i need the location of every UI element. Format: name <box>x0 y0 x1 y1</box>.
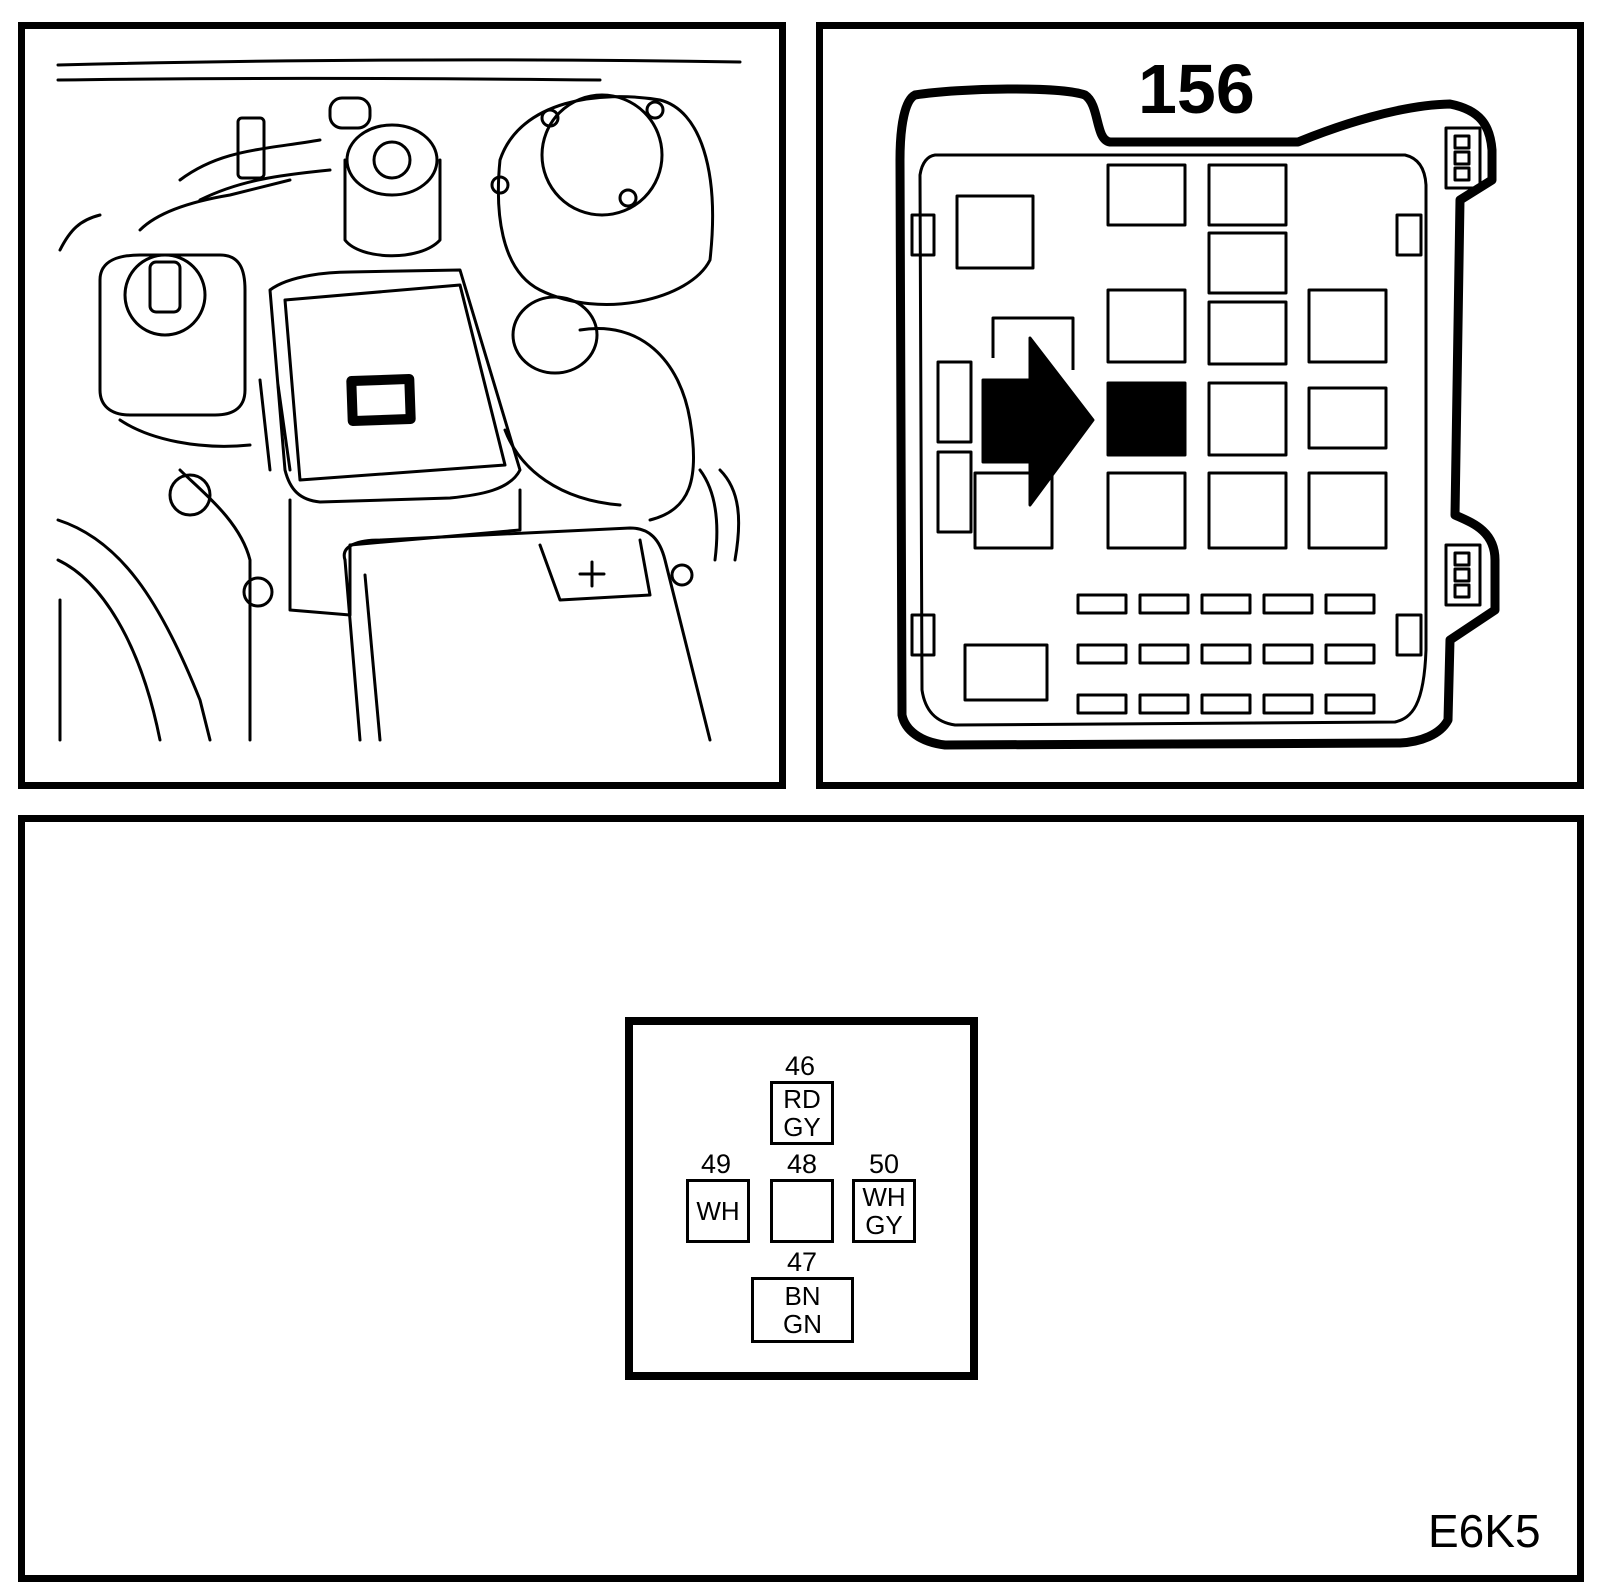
wire-color: GY <box>865 1210 903 1240</box>
wire-color: WH <box>862 1182 906 1212</box>
pin-number: 47 <box>786 1247 818 1277</box>
wire-color: GY <box>783 1112 821 1142</box>
pin-number: 46 <box>784 1051 816 1081</box>
pin-number: 48 <box>786 1149 818 1179</box>
pin-46: RD GY <box>770 1081 834 1145</box>
wire-color: WH <box>696 1196 740 1226</box>
pin-50: WH GY <box>852 1179 916 1243</box>
engine-bay-panel <box>18 22 786 789</box>
relay-number-label: 156 <box>1138 50 1255 128</box>
wire-color: GN <box>783 1309 822 1339</box>
pin-47: BN GN <box>751 1277 854 1343</box>
pin-number: 50 <box>868 1149 900 1179</box>
wire-color: RD <box>783 1084 821 1114</box>
pin-48 <box>770 1179 834 1243</box>
diagram-code: E6K5 <box>1428 1505 1541 1557</box>
wire-color: BN <box>784 1281 821 1311</box>
pin-49: WH <box>686 1179 750 1243</box>
pin-number: 49 <box>700 1149 732 1179</box>
